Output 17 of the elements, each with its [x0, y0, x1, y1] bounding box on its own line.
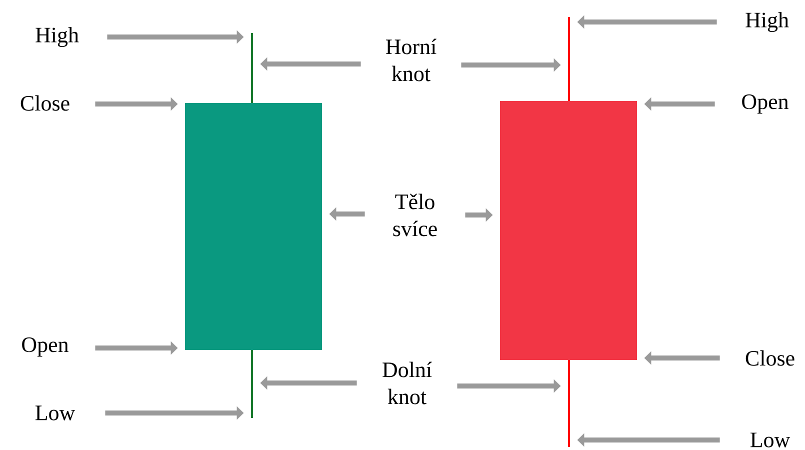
callout-label: Close — [20, 95, 70, 111]
candle-body — [185, 103, 322, 350]
candle-wick — [251, 33, 253, 103]
callout-label: Dolní knot — [382, 362, 432, 404]
candle-wick — [251, 350, 253, 418]
callout-label: Tělo svíce — [393, 194, 437, 236]
candle-wick — [568, 360, 570, 447]
callout-label: Close — [746, 350, 794, 366]
callout-label: Horní knot — [386, 38, 436, 82]
callout-label: Low — [35, 406, 76, 420]
callout-label: Open — [22, 337, 68, 357]
callout-label: Low — [750, 432, 790, 448]
callout-label: Open — [742, 94, 788, 114]
callout-label: High — [36, 27, 79, 47]
candle-wick — [568, 17, 570, 101]
callout-label: High — [746, 12, 789, 32]
candle-body — [500, 101, 637, 360]
